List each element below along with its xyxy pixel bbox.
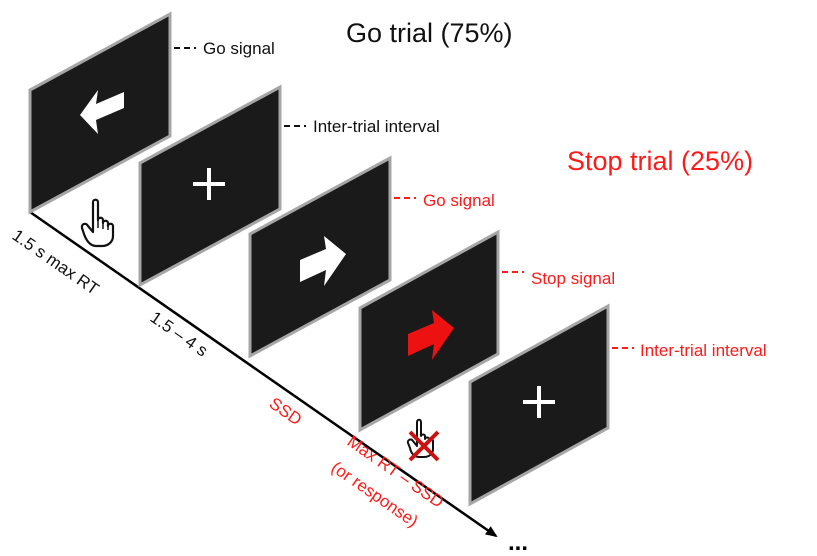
crossed-hand-icon <box>406 418 440 462</box>
stop-go-signal-label: Go signal <box>423 191 495 210</box>
fixation-cross-icon <box>523 386 555 418</box>
stop-inter-trial-interval-label: Inter-trial interval <box>640 341 767 360</box>
go-trial-title: Go trial (75%) <box>346 18 513 48</box>
timeline-ellipsis: ... <box>508 529 528 556</box>
screen-go-signal <box>28 11 172 215</box>
screen-stop-inter-trial-interval <box>468 303 610 507</box>
screen-stop-signal <box>358 229 500 433</box>
red-right-arrow-icon <box>408 310 454 360</box>
fixation-cross-icon <box>193 168 225 200</box>
inter-trial-interval-label: Inter-trial interval <box>313 117 440 136</box>
right-arrow-icon <box>300 236 346 286</box>
timeline-axis <box>29 210 498 538</box>
pointing-hand-icon <box>80 198 115 248</box>
left-arrow-icon <box>80 90 124 134</box>
stop-trial-title: Stop trial (25%) <box>567 146 753 176</box>
stop-signal-label: Stop signal <box>531 269 615 288</box>
go-signal-label: Go signal <box>203 39 275 58</box>
screen-stop-go-signal <box>248 155 392 359</box>
screen-inter-trial-interval <box>138 84 282 288</box>
